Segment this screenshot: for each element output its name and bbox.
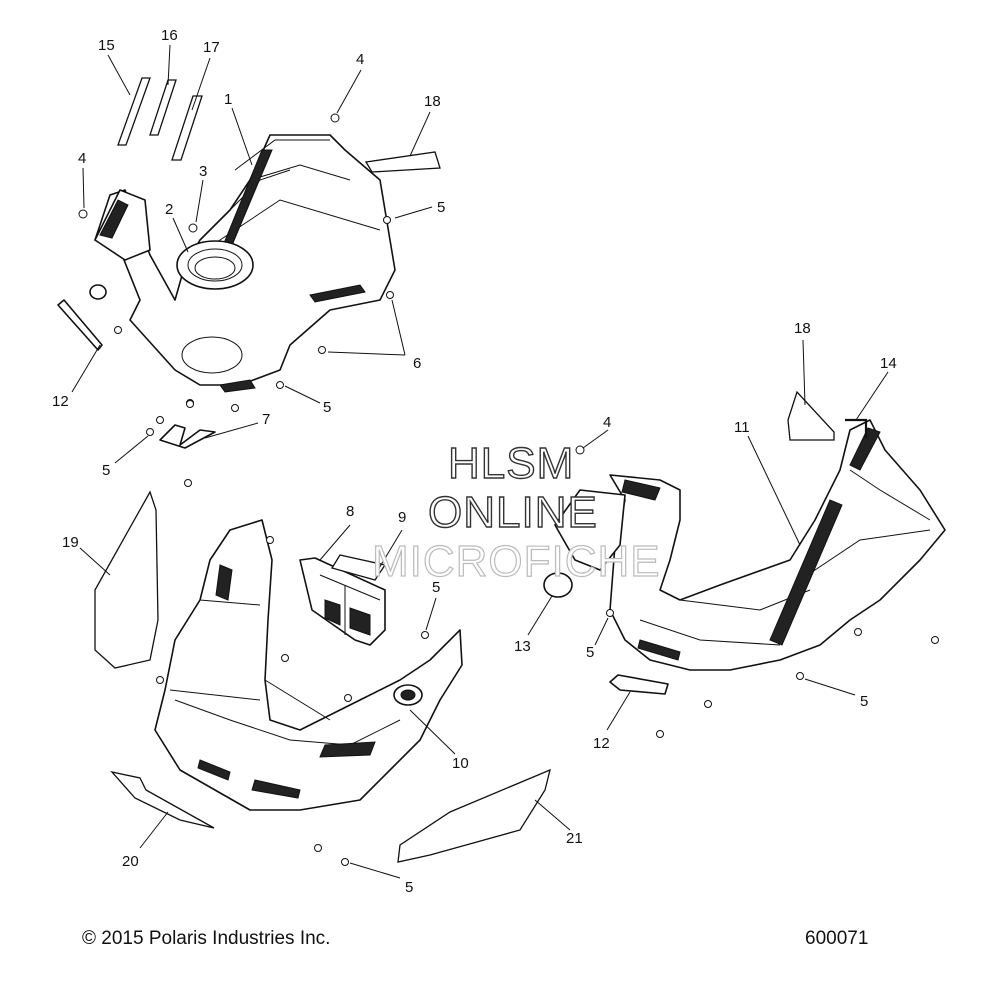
callout-5-g: 5	[860, 693, 868, 710]
lower-panel-assembly	[154, 519, 463, 866]
watermark-line-2: ONLINE	[428, 488, 598, 537]
fill-ring-2	[176, 240, 254, 290]
side-panel-11	[609, 419, 946, 671]
bracket-7	[146, 400, 216, 487]
decal-18-right	[787, 390, 835, 441]
callout-13: 13	[514, 638, 531, 655]
decal-21	[397, 768, 551, 863]
watermark-line-3: MICROFICHE	[372, 537, 661, 586]
callout-11: 11	[734, 419, 750, 436]
watermark: HLSM ONLINE MICROFICHE	[371, 438, 661, 586]
copyright-text: © 2015 Polaris Industries Inc.	[82, 928, 331, 949]
callout-4-right: 4	[603, 414, 611, 431]
upper-panel-assembly	[57, 77, 441, 412]
callout-17: 17	[203, 39, 220, 56]
watermark-line-1: HLSM	[448, 439, 574, 488]
callout-14: 14	[880, 355, 897, 372]
callout-21: 21	[566, 830, 583, 847]
strap-12-upper	[57, 299, 103, 351]
callout-5-b: 5	[323, 399, 331, 416]
callout-19: 19	[62, 534, 79, 551]
callout-8: 8	[346, 503, 354, 520]
callout-5-c: 5	[102, 462, 110, 479]
callout-12-right: 12	[593, 735, 610, 752]
callout-4-top: 4	[356, 51, 364, 68]
callout-6: 6	[413, 355, 421, 372]
callout-9: 9	[398, 509, 406, 526]
callout-3: 3	[199, 163, 207, 180]
callout-20: 20	[122, 853, 139, 870]
callout-5-f: 5	[586, 644, 594, 661]
callout-5-d: 5	[432, 579, 440, 596]
strap-12-lower	[609, 674, 669, 695]
callout-12-top: 12	[52, 393, 69, 410]
callout-5-a: 5	[437, 199, 445, 216]
decal-20	[110, 770, 215, 829]
right-panel-assembly	[543, 390, 946, 738]
leader-lines	[71, 44, 889, 879]
callout-16: 16	[161, 27, 178, 44]
decal-17	[171, 95, 203, 161]
callout-labels: 15 16 17 1 4 18 3 2 4 5 6 12 5 7 5 19 8 …	[52, 27, 897, 896]
callout-5-e: 5	[405, 879, 413, 896]
decal-16	[149, 79, 177, 136]
decal-19	[94, 490, 159, 669]
callout-1: 1	[224, 91, 232, 108]
callout-18-top: 18	[424, 93, 441, 110]
callout-2: 2	[165, 201, 173, 218]
callout-15: 15	[98, 37, 115, 54]
decal-9	[330, 554, 387, 581]
callout-18-right: 18	[794, 320, 811, 337]
callout-7: 7	[262, 411, 270, 428]
decal-18-upper	[364, 151, 441, 173]
drawing-number: 600071	[805, 928, 869, 949]
callout-4-left: 4	[78, 150, 86, 167]
tool-14	[845, 418, 868, 438]
lower-panel-body	[154, 519, 463, 811]
decal-15	[117, 77, 151, 146]
callout-10: 10	[452, 755, 469, 772]
plug-13	[543, 572, 573, 598]
